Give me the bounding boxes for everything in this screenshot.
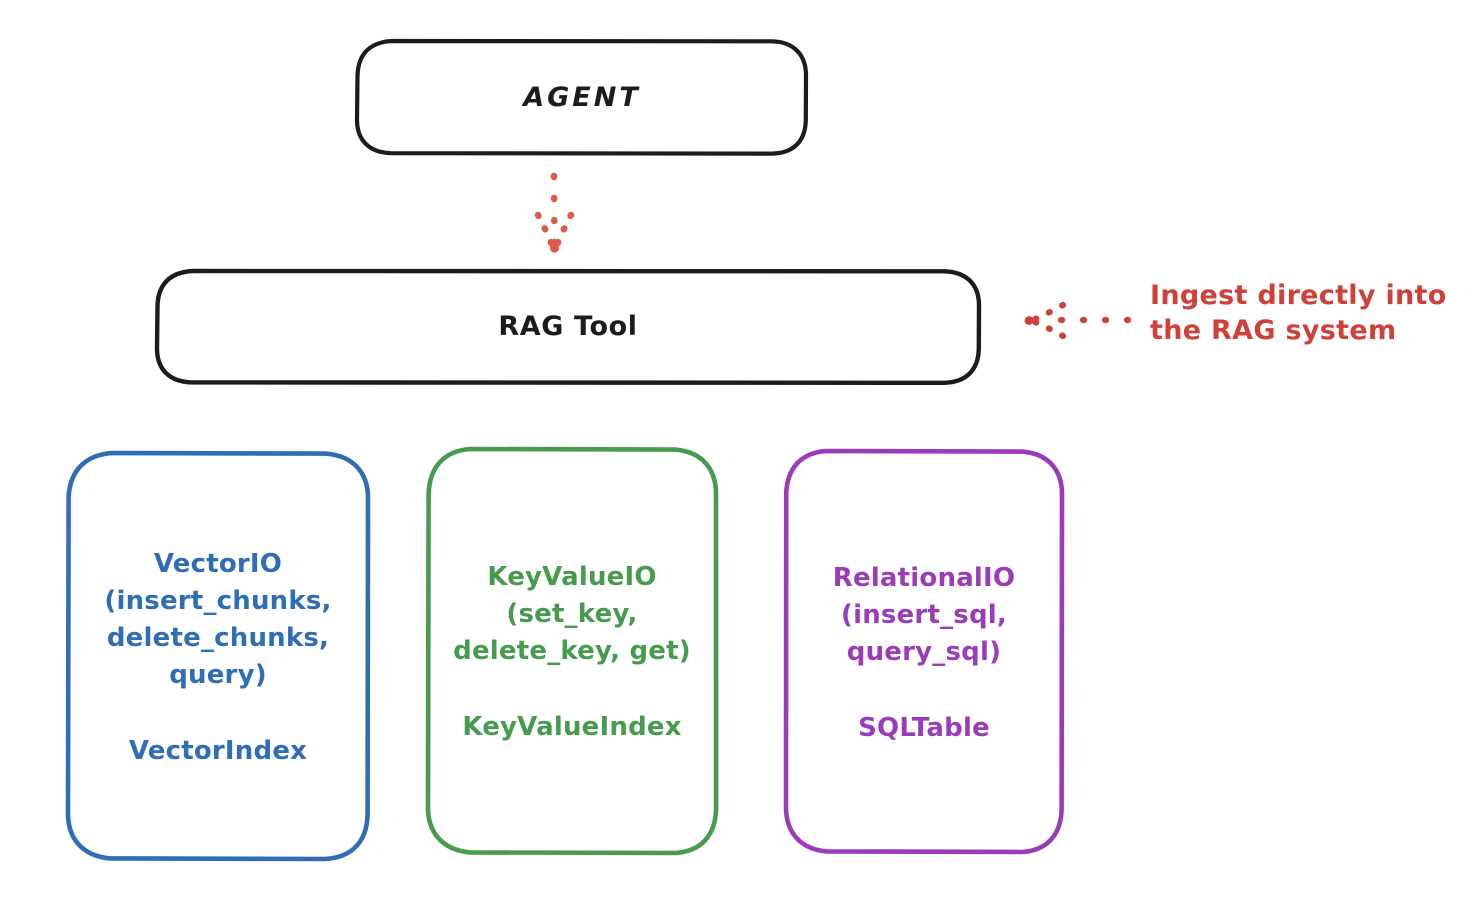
- key-value-io-node[interactable]: KeyValueIO (set_key, delete_key, get) Ke…: [428, 448, 716, 853]
- relational-io-box-outline: [783, 448, 1065, 855]
- relational-io-node[interactable]: RelationalIO (insert_sql, query_sql) SQL…: [786, 450, 1062, 853]
- key-value-io-content: KeyValueIO (set_key, delete_key, get) Ke…: [428, 559, 716, 742]
- relational-io-content: RelationalIO (insert_sql, query_sql) SQL…: [786, 560, 1062, 743]
- rag-tool-box-outline: [154, 268, 982, 385]
- key-value-io-box-outline: [425, 446, 719, 856]
- key-value-io-label: KeyValueIO (set_key, delete_key, get): [453, 562, 691, 666]
- agent-node[interactable]: AGENT: [357, 40, 807, 155]
- key-value-io-sublabel: KeyValueIndex: [462, 711, 682, 742]
- relational-io-label: RelationalIO (insert_sql, query_sql): [832, 563, 1016, 667]
- vector-io-content: VectorIO (insert_chunks, delete_chunks, …: [68, 546, 368, 766]
- vector-io-sublabel: VectorIndex: [128, 735, 308, 766]
- agent-box-outline: [354, 38, 809, 156]
- note-to-rag-connector: [1024, 301, 1132, 340]
- vector-io-node[interactable]: VectorIO (insert_chunks, delete_chunks, …: [68, 452, 368, 860]
- relational-io-sublabel: SQLTable: [858, 712, 990, 743]
- agent-label: AGENT: [523, 81, 641, 113]
- agent-to-rag-connector: [534, 172, 575, 253]
- ingest-annotation: Ingest directly into the RAG system: [1150, 280, 1447, 346]
- rag-tool-node[interactable]: RAG Tool: [157, 270, 979, 383]
- rag-tool-label: RAG Tool: [498, 310, 638, 342]
- vector-io-label: VectorIO (insert_chunks, delete_chunks, …: [104, 549, 332, 690]
- vector-io-box-outline: [65, 450, 371, 862]
